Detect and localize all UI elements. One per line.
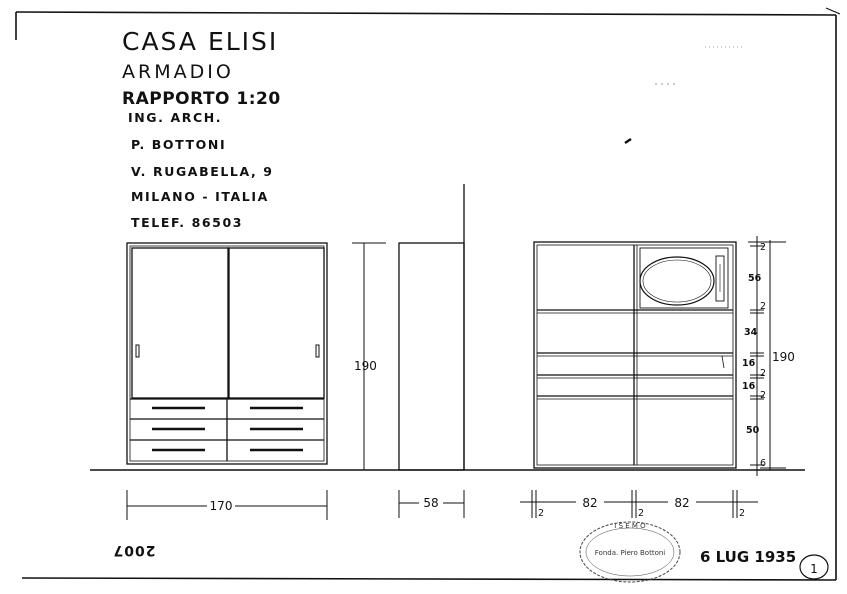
author-address: V. RUGABELLA, 9 [131, 164, 274, 179]
vdim-8: 2 [760, 390, 766, 401]
sliding-door-right [227, 247, 325, 399]
sliding-door-left [131, 247, 230, 399]
author-name: P. BOTTONI [131, 137, 226, 152]
appliance-knob [715, 255, 725, 302]
object-name: ARMADIO [122, 61, 234, 83]
author-phone: TELEF. 86503 [131, 215, 243, 230]
vdim-3: 2 [760, 301, 766, 312]
panel-thickness-c: 2 [739, 508, 745, 519]
panel-thickness-a: 2 [538, 508, 544, 519]
height-dimension-middle [352, 242, 386, 470]
sheet-frame [15, 7, 841, 581]
vdim-9: 50 [746, 425, 760, 436]
drawer-pulls [152, 406, 303, 452]
archive-number: 2007 [113, 542, 156, 558]
scan-marks [624, 46, 745, 145]
stamp-top-text: I S E M O [614, 522, 646, 530]
interior-left-width-label: 82 [582, 496, 597, 510]
sheet-number: 1 [810, 562, 818, 576]
panel-thickness-b: 2 [638, 508, 644, 519]
author-role: ING. ARCH. [128, 110, 222, 125]
depth-label: 58 [423, 496, 438, 510]
vdim-4: 34 [744, 327, 758, 338]
archive-number-wrapper: 2007 [113, 542, 156, 558]
door-handle-right [315, 344, 320, 358]
title-block: CASA ELISI ARMADIO RAPPORTO 1:20 ING. AR… [122, 27, 281, 230]
front-elevation [126, 242, 328, 465]
project-name: CASA ELISI [122, 27, 278, 56]
drawing-date: 6 LUG 1935 [700, 548, 796, 566]
stamp-center-text: Fonda. Piero Bottoni [595, 549, 666, 557]
vdim-5: 16 [742, 358, 756, 369]
vertical-dimension-labels: 2 56 2 34 16 2 16 2 50 6 [742, 242, 766, 469]
interior-right-width-label: 82 [674, 496, 689, 510]
interior-elevation [533, 241, 737, 469]
vdim-6: 2 [760, 368, 766, 379]
vdim-2: 56 [748, 273, 762, 284]
author-city: MILANO - ITALIA [131, 189, 269, 204]
archive-stamp [579, 521, 681, 583]
side-elevation [398, 184, 465, 471]
height-label-middle: 190 [354, 359, 377, 373]
oval-appliance [639, 256, 715, 306]
sheet-number-circle [799, 554, 829, 580]
front-width-label: 170 [210, 499, 233, 513]
scale-label: RAPPORTO 1:20 [122, 89, 281, 109]
height-label-right: 190 [772, 350, 795, 364]
vdim-10: 6 [760, 458, 766, 469]
interior-width-dimension [520, 490, 758, 518]
door-handle-left [135, 344, 140, 358]
vertical-dimension-chain [748, 236, 786, 476]
vdim-1: 2 [760, 242, 766, 253]
vdim-7: 16 [742, 381, 756, 392]
